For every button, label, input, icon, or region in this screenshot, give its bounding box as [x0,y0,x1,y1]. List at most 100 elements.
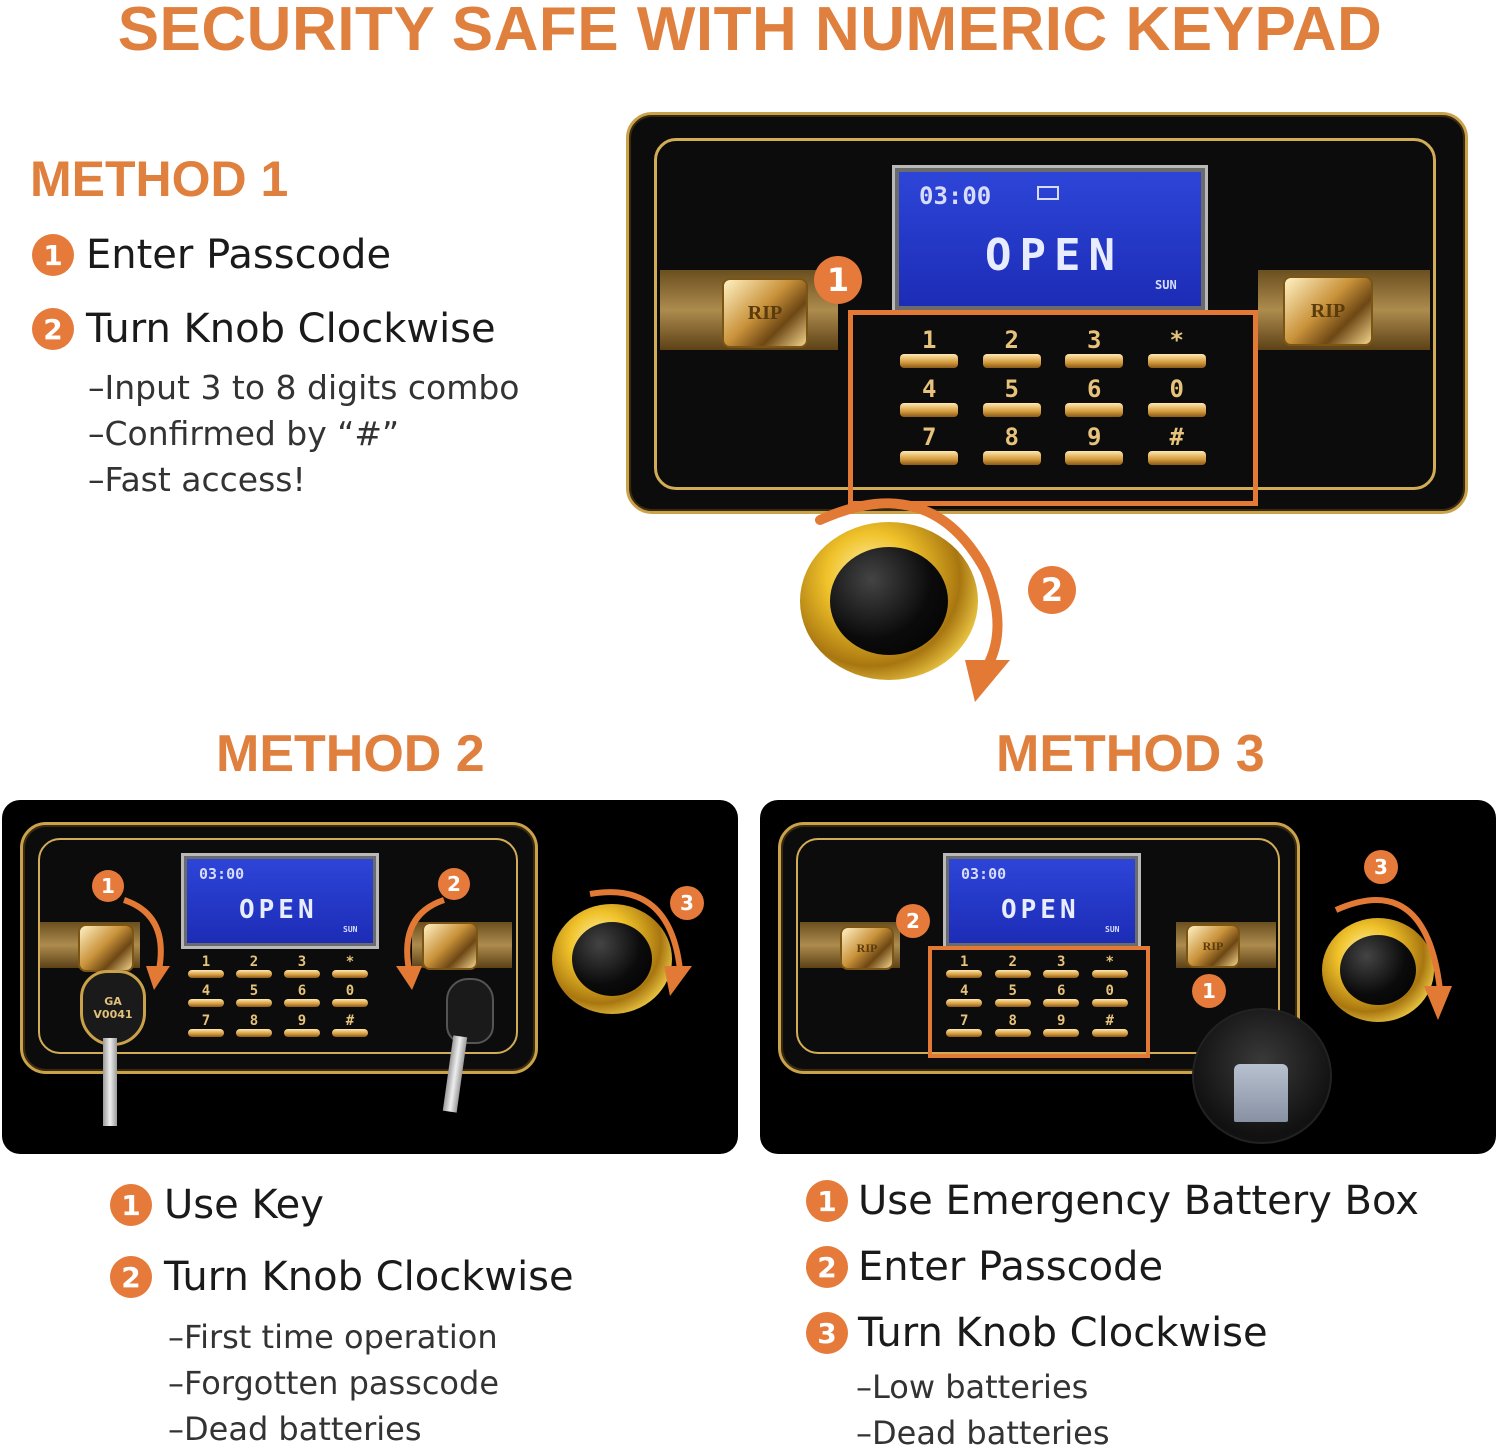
keypad-key[interactable]: # [326,1013,374,1040]
keypad-key[interactable]: 8 [989,1013,1038,1040]
keypad-key[interactable]: 2 [230,954,278,981]
note: –Forgotten passcode [168,1364,499,1402]
callout-2: 2 [438,868,470,900]
method3-step-3: 3 Turn Knob Clockwise [806,1310,1268,1356]
key-blade-left [103,1038,117,1126]
step-number-badge: 1 [110,1184,152,1226]
door-trim-m2 [38,838,518,1054]
door-trim-m3 [796,838,1280,1054]
clockwise-arrow-icon [396,897,446,990]
keypad-key[interactable]: 5 [971,375,1054,418]
keypad-key[interactable]: 0 [1086,983,1135,1010]
method1-step-1: 1 Enter Passcode [32,232,391,278]
lcd-status: OPEN [1001,895,1080,925]
step-number-badge: 2 [32,308,74,350]
keypad-large: 1 2 3 * 4 5 6 0 7 8 9 # [888,326,1218,466]
method1-step-2: 2 Turn Knob Clockwise [32,306,496,352]
keypad-key[interactable]: 6 [1037,983,1086,1010]
keypad-key[interactable]: 8 [971,423,1054,466]
method3-notes: –Low batteries –Dead batteries [856,1364,1110,1456]
keypad-key[interactable]: # [1136,423,1219,466]
keypad-key[interactable]: 7 [888,423,971,466]
note: –Fast access! [88,460,306,499]
key-head-right[interactable] [446,978,494,1044]
step-text: Turn Knob Clockwise [858,1310,1268,1356]
keypad-key[interactable]: 7 [182,1013,230,1040]
battery-icon [1037,186,1059,200]
keypad-key[interactable]: 9 [1053,423,1136,466]
keypad-key[interactable]: 6 [278,983,326,1010]
step-number-badge: 2 [110,1256,152,1298]
keypad-m3: 1 2 3 * 4 5 6 0 7 8 9 # [940,954,1134,1040]
keypad-key[interactable]: 6 [1053,375,1136,418]
step-number-badge: 3 [806,1312,848,1354]
knob-center [830,547,948,655]
step-text: Use Key [164,1182,324,1228]
keypad-key[interactable]: * [1136,326,1219,369]
knob-center [572,922,652,996]
clockwise-arrow-icon [815,498,1010,702]
step-text: Turn Knob Clockwise [164,1254,574,1300]
step-text: Use Emergency Battery Box [858,1178,1419,1224]
dial-knob-m3[interactable] [1322,918,1434,1022]
emergency-battery-box-icon[interactable] [1234,1064,1288,1122]
keypad-key[interactable]: 9 [278,1013,326,1040]
note: –Confirmed by “#” [88,414,400,453]
keypad-highlight [848,310,1258,506]
method1-heading: METHOD 1 [30,151,289,207]
lcd-display-m3: 03:00 OPEN SUN [946,856,1138,946]
lcd-display-m2: 03:00 OPEN SUN [184,856,376,946]
lcd-day: SUN [343,925,358,934]
note: –Low batteries [856,1368,1089,1406]
keypad-key[interactable]: 3 [1053,326,1136,369]
note: –First time operation [168,1318,498,1356]
note: –Dead batteries [168,1410,422,1448]
keypad-key[interactable]: 4 [940,983,989,1010]
callout-2: 2 [896,904,930,938]
lcd-time: 03:00 [919,182,992,210]
keypad-key[interactable]: * [1086,954,1135,981]
dial-knob-m2[interactable] [552,904,672,1014]
keypad-key[interactable]: 3 [278,954,326,981]
keypad-key[interactable]: * [326,954,374,981]
keypad-key[interactable]: 5 [989,983,1038,1010]
keypad-key[interactable]: 0 [326,983,374,1010]
keypad-key[interactable]: 0 [1136,375,1219,418]
callout-1: 1 [1192,974,1226,1008]
method2-step-1: 1 Use Key [110,1182,324,1228]
keypad-key[interactable]: 1 [940,954,989,981]
keypad-key[interactable]: 3 [1037,954,1086,981]
step-text: Enter Passcode [86,232,392,278]
lcd-day: SUN [1105,925,1120,934]
clockwise-arrow-icon [122,897,170,990]
callout-1: 1 [92,870,124,902]
step-number-badge: 1 [32,234,74,276]
keypad-key[interactable]: 2 [989,954,1038,981]
lcd-time: 03:00 [199,865,245,883]
keypad-key[interactable]: 7 [940,1013,989,1040]
step-number-badge: 2 [806,1246,848,1288]
method2-heading: METHOD 2 [216,725,485,783]
step-text: Turn Knob Clockwise [86,306,496,352]
keypad-key[interactable]: 4 [888,375,971,418]
keypad-key[interactable]: 5 [230,983,278,1010]
keypad-key[interactable]: 9 [1037,1013,1086,1040]
keypad-key[interactable]: 1 [888,326,971,369]
note: –Dead batteries [856,1414,1110,1452]
callout-3: 3 [1364,850,1398,884]
keypad-key[interactable]: 1 [182,954,230,981]
keypad-key[interactable]: # [1086,1013,1135,1040]
dial-knob-large[interactable] [800,522,978,680]
method3-heading: METHOD 3 [996,725,1265,783]
lcd-time: 03:00 [961,865,1007,883]
door-trim [654,138,1436,490]
keypad-key[interactable]: 2 [971,326,1054,369]
page-title: SECURITY SAFE WITH NUMERIC KEYPAD [117,0,1383,64]
battery-box-inset [1192,1008,1332,1144]
step-text: Enter Passcode [858,1244,1164,1290]
method2-notes: –First time operation –Forgotten passcod… [168,1314,499,1452]
keypad-key[interactable]: 4 [182,983,230,1010]
keyhole-right [422,922,478,970]
keypad-key[interactable]: 8 [230,1013,278,1040]
